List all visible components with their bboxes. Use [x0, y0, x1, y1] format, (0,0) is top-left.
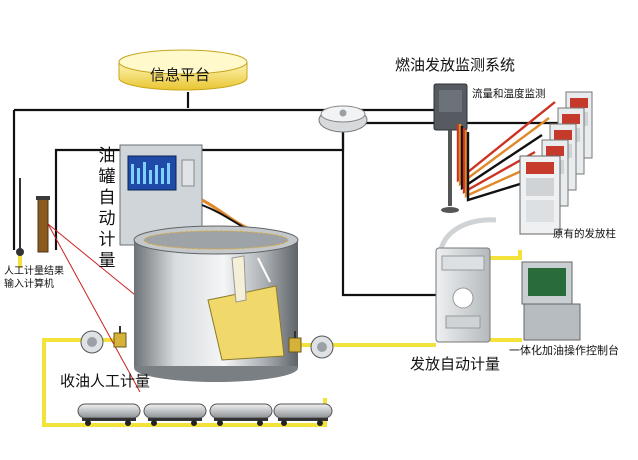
valve-icon	[288, 331, 302, 353]
valve-icon	[113, 326, 127, 348]
signal-line	[14, 103, 450, 112]
flow-temp-label: 流量和温度监测	[472, 88, 546, 100]
monitor-system-label: 燃油发放监测系统	[395, 56, 516, 74]
pump-icon	[310, 335, 334, 359]
dispense-meter-cabinet	[435, 217, 497, 343]
signal-line	[341, 125, 436, 297]
monitor-cabinet	[433, 83, 468, 213]
manual-result-label: 人工计量结果 输入计算机	[4, 265, 64, 291]
tank-car	[209, 403, 273, 426]
unload-manual-meter-label: 收油人工计量	[60, 372, 151, 390]
tank-car-row	[77, 403, 333, 426]
tank-car	[77, 403, 141, 426]
tank-car	[273, 403, 333, 426]
operation-console	[521, 261, 581, 341]
tank-car	[143, 403, 207, 426]
network-hub-icon	[318, 105, 368, 133]
integrated-console-label: 一体化加油操作控制台	[509, 344, 619, 357]
tank-auto-meter-label: 油罐自动计量	[98, 146, 116, 271]
pump-valve-group	[80, 326, 334, 359]
dispenser-column	[519, 155, 561, 235]
pump-icon	[80, 330, 104, 354]
dip-stick-icon	[16, 178, 50, 256]
dispenser-column-group	[519, 91, 593, 235]
storage-tank	[133, 225, 299, 382]
dispense-auto-meter-label: 发放自动计量	[410, 355, 501, 373]
info-platform	[118, 49, 248, 91]
manual-result-line: 输入计算机	[4, 279, 54, 290]
existing-dispenser-label: 原有的发放柱	[553, 228, 616, 240]
info-platform-label: 信息平台	[150, 66, 211, 84]
manual-result-line: 人工计量结果	[4, 266, 64, 277]
dispenser-cables	[456, 101, 556, 202]
